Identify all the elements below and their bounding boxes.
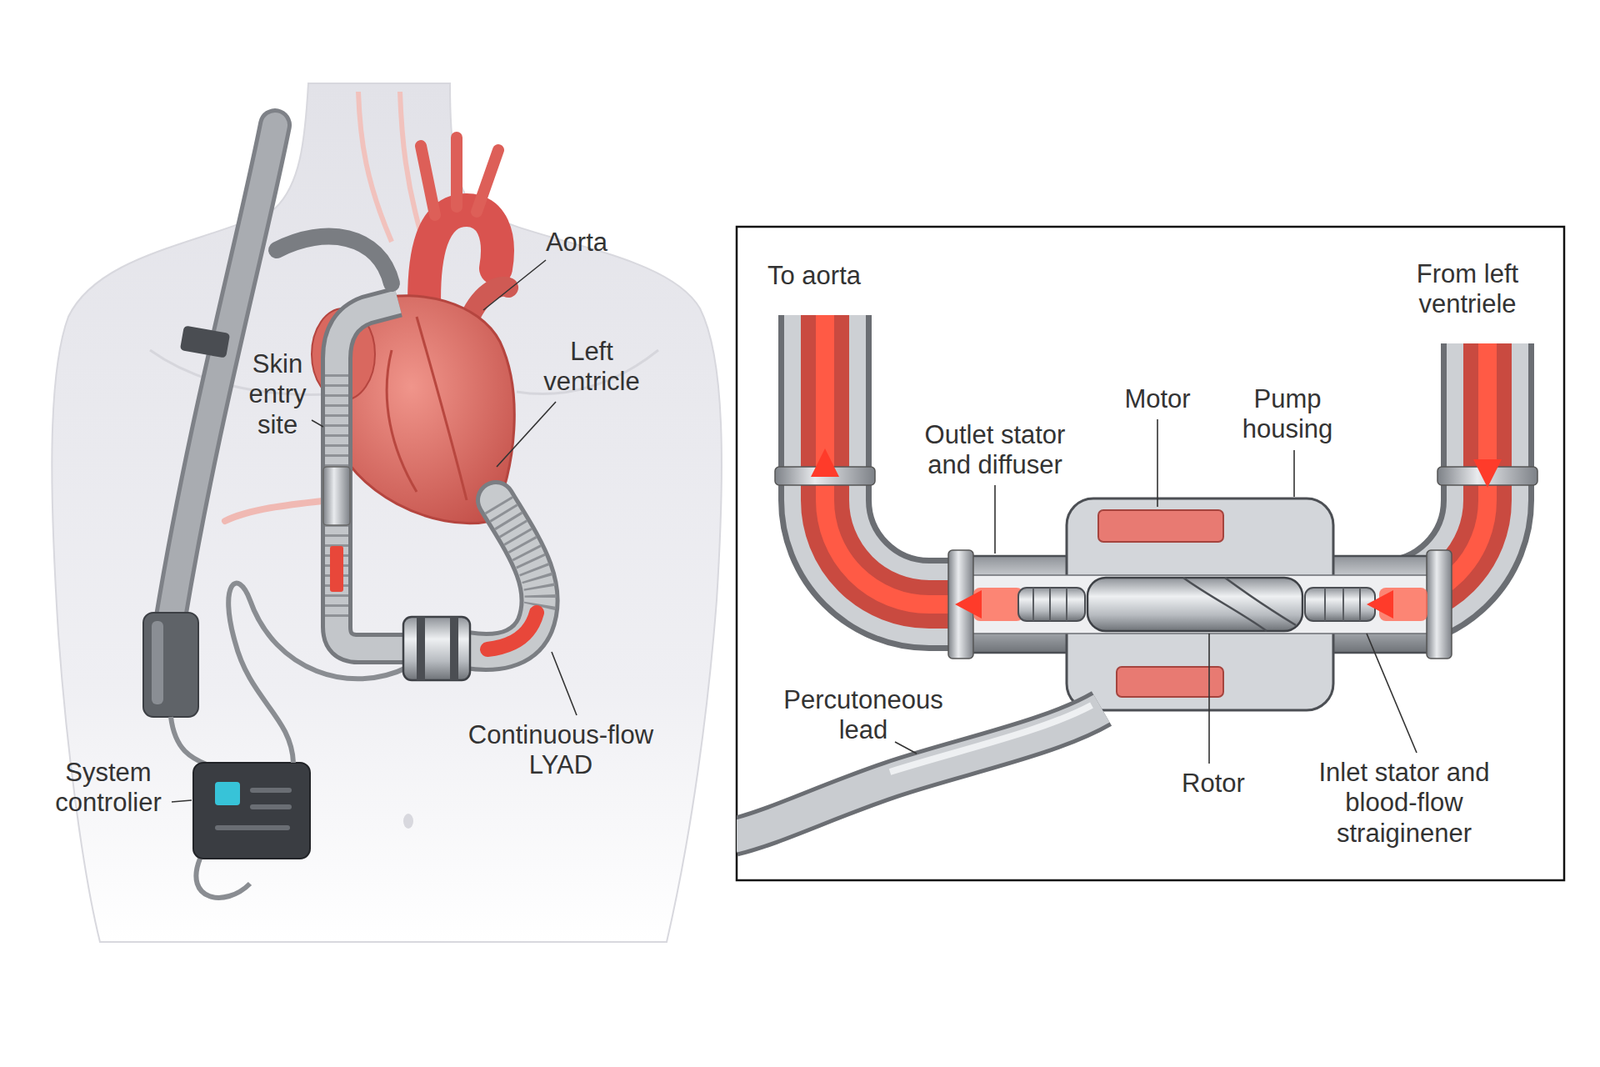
part-label: Outlet stator and diffuser — [905, 420, 1085, 481]
neck-vessels — [358, 91, 421, 242]
motor-coil — [1098, 510, 1224, 542]
rotor — [1087, 577, 1303, 631]
controller-buttons — [215, 825, 290, 830]
leader-line — [496, 401, 556, 467]
leader-line — [895, 741, 917, 754]
percutaneous-cable — [228, 583, 409, 763]
part-label: Pump housing — [1229, 384, 1346, 445]
cannula-blood — [487, 612, 537, 650]
pump-ring — [450, 616, 459, 680]
leader-line — [483, 260, 546, 310]
flow-arrow — [1473, 459, 1502, 488]
battery — [143, 612, 199, 717]
leader-line — [994, 485, 996, 554]
system-controller — [193, 762, 310, 859]
coronary-vessel — [386, 316, 467, 500]
inflow-cannula-face — [466, 500, 540, 652]
part-label: Percutoneous lead — [774, 685, 954, 746]
flow-arrow — [1366, 590, 1394, 619]
battery-cable — [170, 716, 209, 765]
part-label: System controlier — [41, 757, 175, 819]
flow-arrow — [810, 448, 840, 477]
controller-buttons — [250, 787, 292, 793]
flow-arrow — [955, 590, 982, 619]
controller-loop — [195, 858, 250, 898]
strap-buckle — [180, 325, 230, 358]
graft-to-shoulder — [276, 236, 392, 284]
lead-highlight — [890, 705, 1092, 772]
part-label: Continuous-flow LYAD — [452, 720, 670, 781]
part-label: Rotor — [1181, 768, 1245, 799]
stator-fins — [1325, 587, 1360, 621]
part-label: Skin entry site — [240, 349, 315, 440]
inlet-stator — [1305, 587, 1375, 621]
inset-leader-lines — [895, 419, 1417, 764]
inflow-cannula — [466, 500, 540, 652]
part-label: Inlet stator and blood-flow straiginener — [1308, 757, 1500, 849]
leader-line — [1293, 450, 1295, 497]
part-label: Left ventricle — [529, 336, 655, 398]
pump-ring — [416, 616, 425, 680]
part-label: To aorta — [767, 260, 861, 291]
cannula-corrugation — [498, 504, 541, 613]
leader-line — [171, 800, 192, 802]
leader-line — [1366, 633, 1417, 753]
pump-body — [403, 616, 470, 680]
leader-line — [1208, 633, 1210, 764]
controller-screen — [215, 781, 240, 805]
controller-buttons — [250, 804, 292, 810]
battery-highlight — [151, 620, 164, 705]
part-label: From left ventriele — [1396, 259, 1539, 320]
flow-channel — [966, 575, 1434, 634]
tube-collar — [1426, 550, 1452, 659]
stator-fins — [1033, 587, 1067, 621]
strap — [143, 125, 275, 717]
peripheral-vessel — [225, 500, 330, 521]
navel — [403, 813, 414, 829]
rotor-blade — [1183, 577, 1296, 631]
motor-coil — [1116, 666, 1224, 697]
leader-line — [311, 420, 324, 427]
part-label: Motor — [1124, 384, 1190, 415]
leader-line — [1156, 419, 1159, 507]
pump-housing — [1066, 498, 1334, 710]
graft-sleeve — [323, 466, 350, 525]
graft-blood — [330, 545, 344, 592]
part-label: Aorta — [545, 227, 608, 258]
outlet-stator — [1018, 587, 1085, 621]
lvad — [276, 236, 541, 680]
aortic-branches — [420, 137, 499, 215]
leader-line — [551, 651, 577, 715]
